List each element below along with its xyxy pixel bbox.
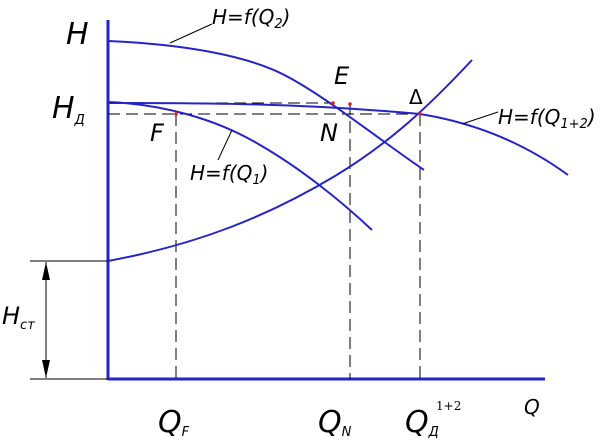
curve-combined-1-2 <box>107 102 569 176</box>
point-f-label: F <box>150 119 165 147</box>
leader-q1 <box>217 129 233 161</box>
q-f-label: QF <box>158 405 190 440</box>
axis-y-label: H <box>66 17 89 52</box>
curve-q1-label: H=f(Q1) <box>190 161 268 188</box>
curve-q12-label: H=f(Q1+2) <box>498 105 596 132</box>
h-st-label: Hст <box>2 302 35 333</box>
marker-e <box>331 101 335 105</box>
h-d-label: HД <box>52 91 85 128</box>
curve-network <box>107 59 473 262</box>
h-st-arrow-up <box>42 262 50 280</box>
curve-pump-1 <box>107 101 373 231</box>
point-e-label: E <box>334 62 350 90</box>
marker-delta <box>418 112 422 116</box>
h-st-arrow-down <box>42 360 50 378</box>
axis-x-label: Q <box>524 395 540 419</box>
q-n-label: QN <box>318 405 352 440</box>
q-d-superscript: 1+2 <box>436 399 461 413</box>
curve-q2-label: H=f(Q2) <box>212 5 290 32</box>
point-delta-label: Δ <box>409 85 423 109</box>
point-n-label: N <box>320 119 338 147</box>
marker-f <box>174 112 178 116</box>
marker-n <box>348 102 352 106</box>
leader-q2 <box>169 23 213 44</box>
leader-q12 <box>461 111 499 125</box>
curve-pump-2 <box>107 40 425 171</box>
q-d-label: QД <box>405 405 439 440</box>
